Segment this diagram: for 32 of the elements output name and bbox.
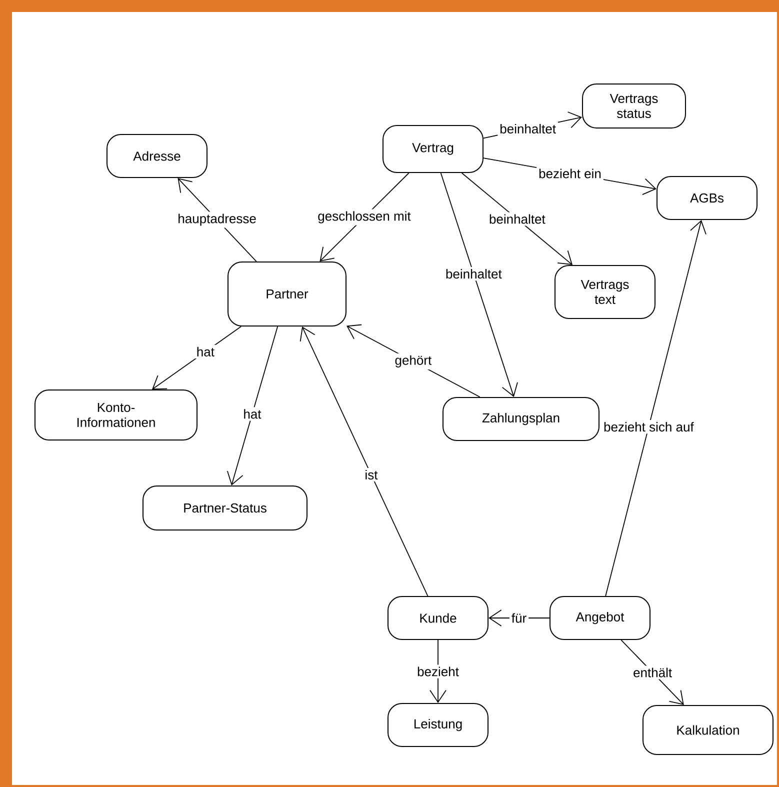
edge-label: bezieht xyxy=(415,664,461,678)
concept-box: Vertrags status xyxy=(582,84,686,128)
concept-box: Konto-Informationen xyxy=(34,390,198,440)
edge-label: ist xyxy=(362,468,380,482)
concept-box: Zahlungsplan xyxy=(442,397,600,441)
edge-label: bezieht sich auf xyxy=(602,420,696,434)
edge-label: beinhaltet xyxy=(487,212,548,226)
concept-box: Leistung xyxy=(388,703,488,747)
arrow xyxy=(226,326,278,486)
arrow xyxy=(488,610,550,626)
arrow xyxy=(440,172,518,397)
concept-box: Kalkulation xyxy=(642,705,774,755)
concept-box: Kunde xyxy=(388,596,488,640)
concept-box: Vertrag xyxy=(382,125,484,173)
arrow xyxy=(605,220,706,596)
edge-label: beinhaltet xyxy=(444,267,504,281)
edge-label: hauptadresse xyxy=(176,212,258,228)
edge-label: geschlossen mit xyxy=(316,209,413,226)
concept-box: AGBs xyxy=(656,176,758,220)
edge-label: beinhaltet xyxy=(498,122,558,136)
concept-box: Partner-Status xyxy=(142,486,308,530)
edge-label: gehört xyxy=(392,353,434,370)
concept-box: Adresse xyxy=(106,134,208,178)
arrow xyxy=(152,326,242,390)
edge-label: für xyxy=(509,611,529,625)
edge-label: enthält xyxy=(631,666,674,680)
edge-label: bezieht ein xyxy=(536,166,604,180)
edge-label: hat xyxy=(241,407,264,421)
arrow xyxy=(300,326,428,596)
concept-box: Angebot xyxy=(550,596,650,640)
concept-box: Vertrags text xyxy=(554,265,656,319)
concept-box: Partner xyxy=(228,262,346,326)
